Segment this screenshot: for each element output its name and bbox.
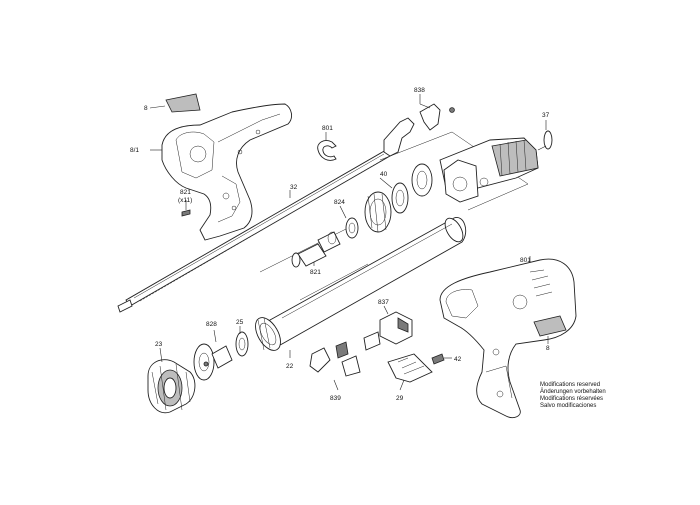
label-838: 838 <box>414 87 425 94</box>
part-821-bushing <box>291 231 341 268</box>
part-8-label-plate-right <box>533 315 567 344</box>
notice-line-4: Salvo modificaciones <box>540 403 596 409</box>
notice-line-2: Änderungen vorbehalten <box>540 388 606 395</box>
part-8-label-plate <box>149 93 201 113</box>
part-801-main-housing <box>439 256 577 419</box>
label-22: 22 <box>286 363 294 370</box>
part-23-end-cap <box>147 347 196 414</box>
part-801-clip <box>317 132 337 161</box>
notice-line-1: Modifications reserved <box>540 382 600 388</box>
part-25-seal <box>235 326 249 357</box>
label-837: 837 <box>378 299 389 306</box>
part-40-ring <box>379 177 409 214</box>
modifications-notice: Modifications reserved Änderungen vorbeh… <box>540 382 606 409</box>
motor-gear-assembly <box>411 137 547 203</box>
label-8-1: 8/1 <box>130 147 139 154</box>
label-8-right: 8 <box>546 345 550 352</box>
part-838-hook <box>383 94 455 157</box>
label-29: 29 <box>396 395 404 402</box>
part-824-nut <box>339 191 392 239</box>
label-23: 23 <box>155 341 163 348</box>
part-821-screw-top <box>181 200 191 217</box>
label-801-right: 801 <box>520 257 531 264</box>
label-37: 37 <box>542 112 550 119</box>
part-32-rack-rod <box>117 149 391 313</box>
label-821-top-qty: (x11) <box>178 197 192 204</box>
label-821-mid: 821 <box>310 269 321 276</box>
part-839-trigger <box>309 341 361 391</box>
part-42-screw <box>431 353 452 365</box>
label-8-top: 8 <box>144 105 148 112</box>
label-828: 828 <box>206 321 217 328</box>
part-828-piston-plate <box>193 329 233 381</box>
part-37-washer <box>543 120 553 150</box>
label-40: 40 <box>380 171 388 178</box>
label-42: 42 <box>454 356 462 363</box>
part-837-switch <box>363 305 413 351</box>
label-839: 839 <box>330 395 341 402</box>
label-25: 25 <box>236 319 244 326</box>
label-801-top: 801 <box>322 125 333 132</box>
label-824: 824 <box>334 199 345 206</box>
label-32: 32 <box>290 184 298 191</box>
part-29-terminal-plate <box>387 353 433 391</box>
notice-line-3: Modifications réservées <box>540 396 603 402</box>
label-821-top: 821 <box>180 189 191 196</box>
part-8-1-housing-half <box>150 103 292 241</box>
part-22-cartridge-tube <box>255 217 467 358</box>
